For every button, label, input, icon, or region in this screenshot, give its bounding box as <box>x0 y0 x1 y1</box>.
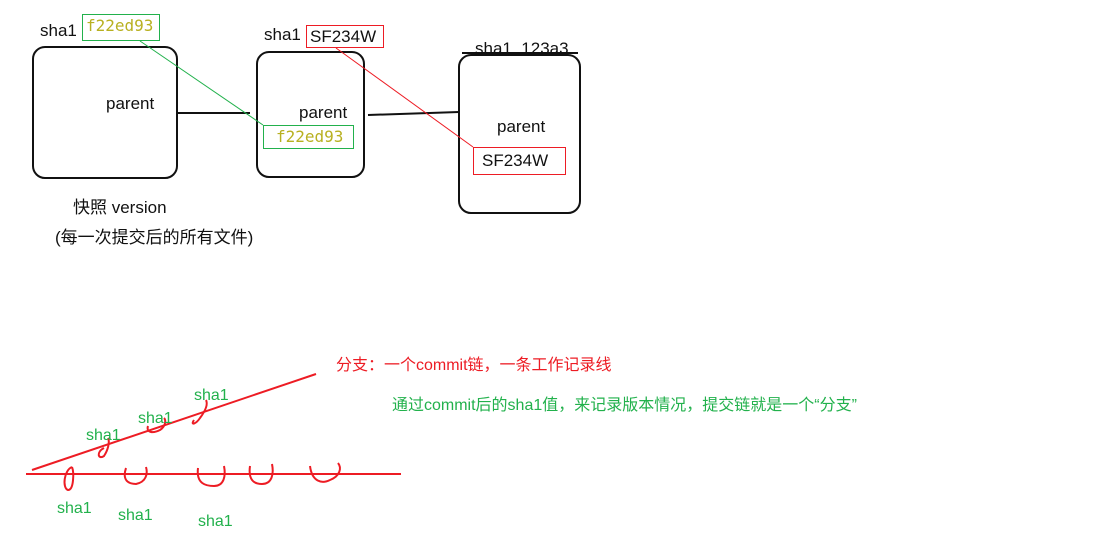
branch-line <box>31 373 317 471</box>
commit-2-sha-value: SF234W <box>306 25 384 48</box>
snapshot-title: 快照 version <box>73 198 167 217</box>
branch-definition: 分支：一个commit链，一条工作记录线 <box>336 357 612 374</box>
red-connector <box>335 47 474 148</box>
branch-sha-label: sha1 <box>86 427 121 444</box>
green-connector <box>139 40 264 126</box>
commit-2-parent-value: f22ed93 <box>263 125 354 149</box>
commit-1-sha-label: sha1 <box>40 21 77 40</box>
commit-2-parent-label: parent <box>299 103 348 122</box>
branch-explanation: 通过commit后的sha1值，来记录版本情况，提交链就是一个“分支” <box>392 397 857 414</box>
branch-sha-label: sha1 <box>138 410 173 427</box>
commit-3-parent-value: SF234W <box>473 147 566 175</box>
main-sha-label: sha1 <box>198 513 233 530</box>
branch-sha-label: sha1 <box>194 387 229 404</box>
commit-box-3 <box>458 54 581 214</box>
link-2-3 <box>367 111 460 116</box>
commit-box-1 <box>32 46 178 179</box>
snapshot-note: (每一次提交后的所有文件) <box>55 228 254 247</box>
commit-1-sha-value: f22ed93 <box>82 14 160 41</box>
commit-3-parent-label: parent <box>497 117 546 136</box>
main-sha-label: sha1 <box>118 507 153 524</box>
commit-2-sha-label: sha1 <box>264 25 301 44</box>
main-sha-label: sha1 <box>57 500 92 517</box>
commit-box-2 <box>256 51 365 178</box>
commit-3-sha-label: sha1 123a3 <box>475 39 569 58</box>
commit-loops <box>63 399 341 492</box>
commit-1-parent-label: parent <box>106 94 155 113</box>
